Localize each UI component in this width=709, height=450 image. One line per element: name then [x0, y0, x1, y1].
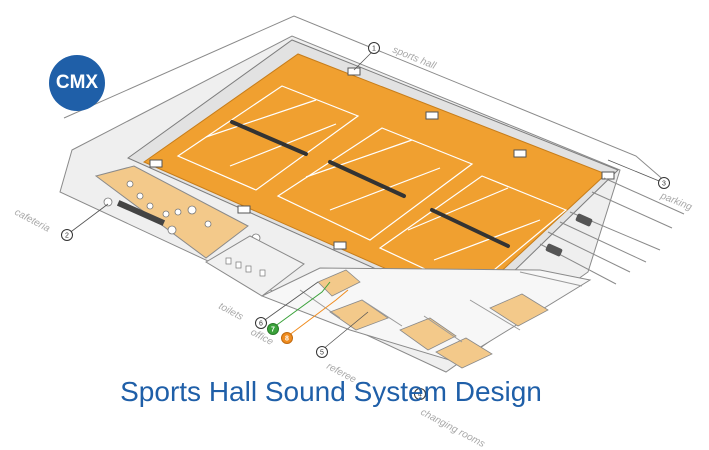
callout-6: 6 — [255, 317, 267, 329]
area-label-toilets: toilets — [217, 301, 245, 323]
callout-leaders — [67, 49, 665, 351]
callout-2: 2 — [61, 229, 73, 241]
parking-lines — [539, 177, 685, 285]
svg-text:1: 1 — [372, 46, 376, 53]
court-nets — [230, 120, 510, 248]
green-signal-line — [273, 281, 331, 328]
svg-text:3: 3 — [662, 181, 666, 188]
svg-text:6: 6 — [259, 321, 263, 328]
room-walls — [299, 271, 583, 343]
callout-3: 3 — [658, 177, 670, 189]
svg-text:4: 4 — [418, 392, 422, 399]
parked-cars — [545, 213, 593, 257]
cmx-logo: CMX — [49, 55, 105, 111]
callout-4: 4 — [414, 388, 426, 400]
logo-text: CMX — [55, 72, 99, 93]
page-title: Sports Hall Sound System Design — [120, 376, 542, 407]
toilet-fixtures — [225, 257, 266, 277]
area-label-cafeteria: cafeteria — [13, 207, 52, 235]
callout-1: 1 — [368, 42, 380, 54]
cafeteria-counter — [116, 200, 166, 226]
orange-signal-line — [287, 289, 349, 337]
svg-text:7: 7 — [271, 327, 275, 334]
callout-7: 7 — [267, 323, 279, 335]
svg-text:2: 2 — [65, 233, 69, 240]
area-label-parking: parking — [658, 190, 694, 213]
room-floors — [317, 269, 549, 369]
svg-text:8: 8 — [285, 336, 289, 343]
toilets-room — [205, 235, 305, 297]
dimension-line — [63, 15, 667, 183]
callout-8: 8 — [281, 332, 293, 344]
service-rooms — [260, 267, 592, 363]
callout-5: 5 — [316, 346, 328, 358]
area-label-changing-rooms: changing rooms — [419, 407, 487, 450]
cafeteria-tables — [103, 180, 261, 243]
svg-text:5: 5 — [320, 350, 324, 357]
